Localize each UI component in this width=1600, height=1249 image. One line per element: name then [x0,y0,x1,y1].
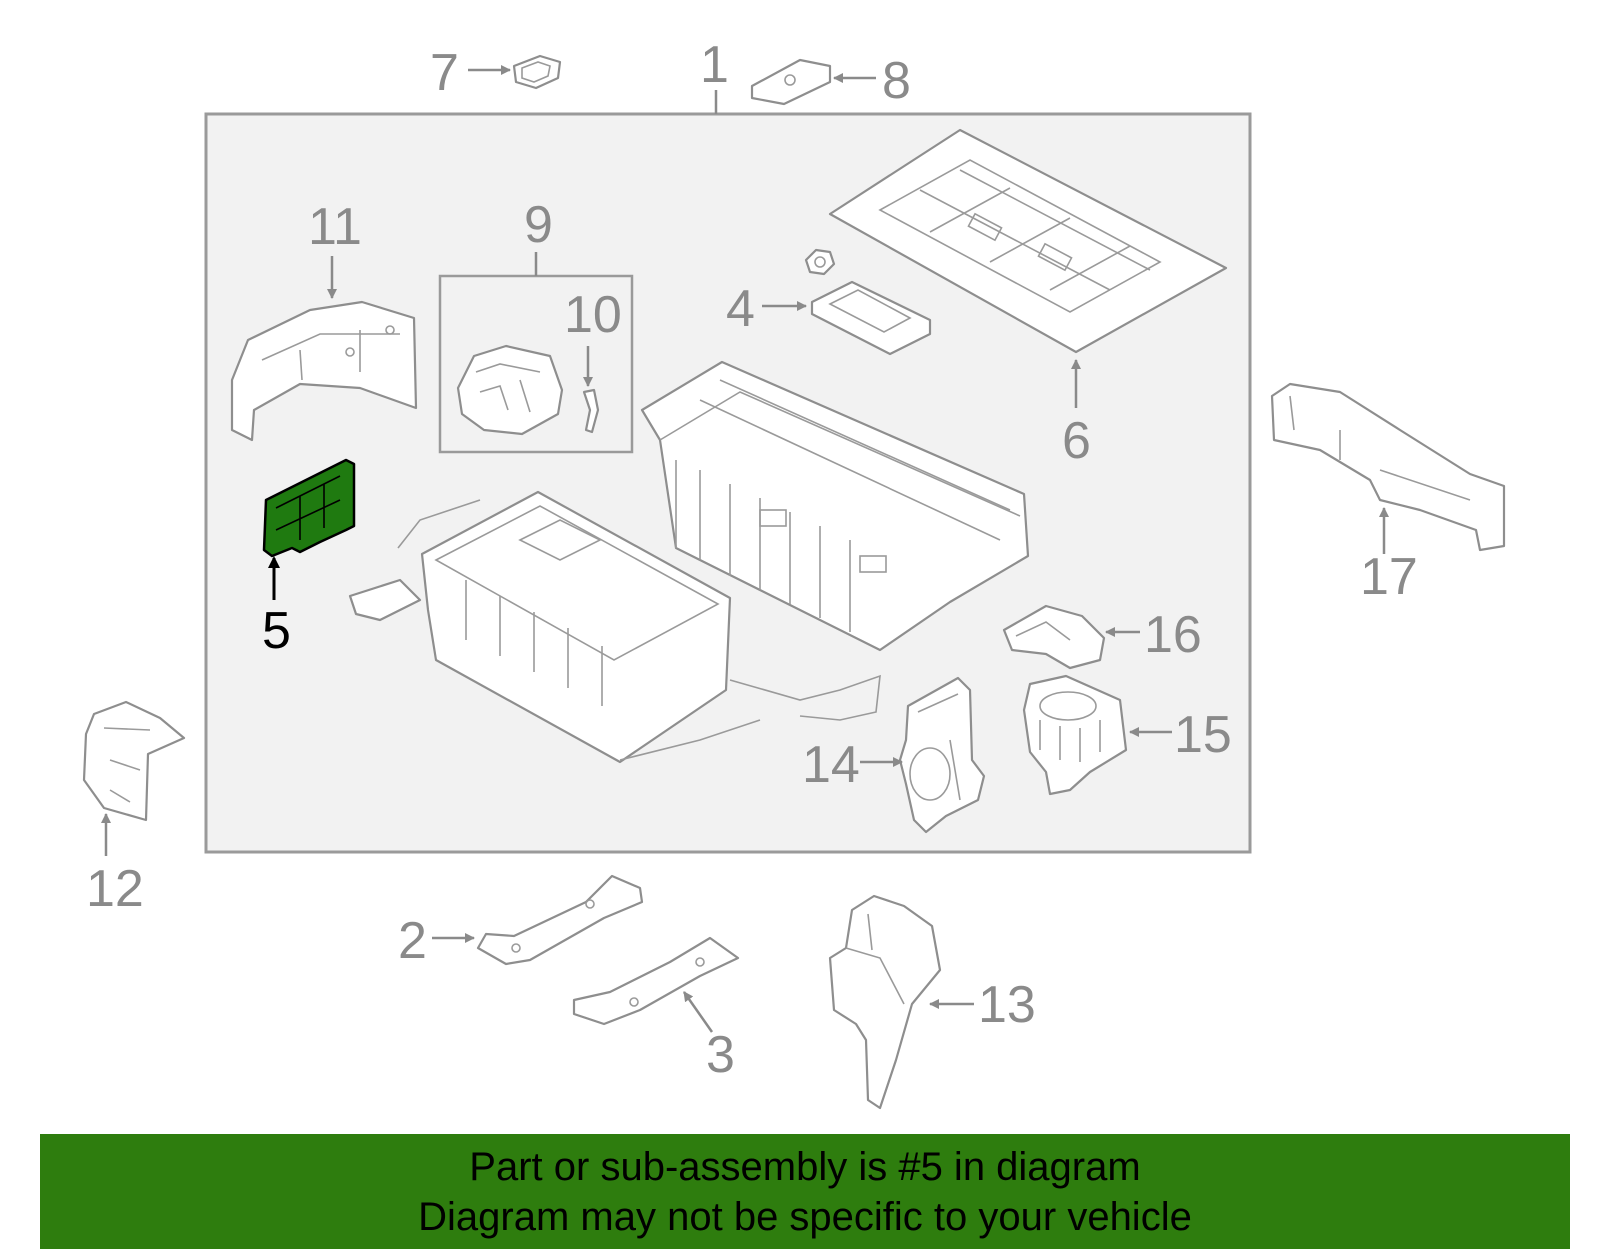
battery-housing[interactable] [348,490,881,764]
part-2-bracket[interactable] [476,874,644,966]
part-12-bracket[interactable] [82,700,186,822]
callout-6: 6 [1062,412,1091,470]
part-3-bracket[interactable] [572,936,740,1026]
banner-line-2: Diagram may not be specific to your vehi… [418,1195,1192,1239]
callout-11: 11 [308,198,362,256]
part-4-module[interactable] [804,248,932,356]
part-16-duct[interactable] [1002,604,1106,670]
part-11-cover[interactable] [230,300,418,442]
callout-8: 8 [882,52,911,110]
part-9-relay[interactable] [456,344,564,436]
callout-5: 5 [262,602,291,660]
callout-12: 12 [86,860,144,918]
part-6-upper-tray[interactable] [828,128,1228,354]
callout-15: 15 [1174,706,1232,764]
callout-13: 13 [978,976,1036,1034]
callout-10: 10 [564,286,622,344]
part-7-clip[interactable] [512,54,562,90]
part-15-blower[interactable] [1022,674,1128,796]
part-13-duct[interactable] [828,894,942,1110]
callout-1: 1 [700,36,729,94]
part-10-clip[interactable] [582,388,600,434]
parts-diagram: 1 2 3 4 5 6 7 8 9 10 11 12 13 14 15 16 1… [82,36,1506,1110]
banner-line-1: Part or sub-assembly is #5 in diagram [469,1145,1141,1189]
callout-7: 7 [430,44,459,102]
callout-17: 17 [1360,548,1418,606]
callout-16: 16 [1144,606,1202,664]
info-banner: Part or sub-assembly is #5 in diagram Di… [40,1134,1570,1249]
battery-stack[interactable] [640,360,1030,652]
callout-14: 14 [802,736,860,794]
callout-3: 3 [706,1026,735,1084]
callout-4: 4 [726,280,755,338]
part-8-bracket[interactable] [750,58,832,106]
callout-2: 2 [398,912,427,970]
part-17-duct[interactable] [1270,382,1506,552]
callout-9: 9 [524,196,553,254]
part-5-bracket[interactable] [262,458,356,558]
